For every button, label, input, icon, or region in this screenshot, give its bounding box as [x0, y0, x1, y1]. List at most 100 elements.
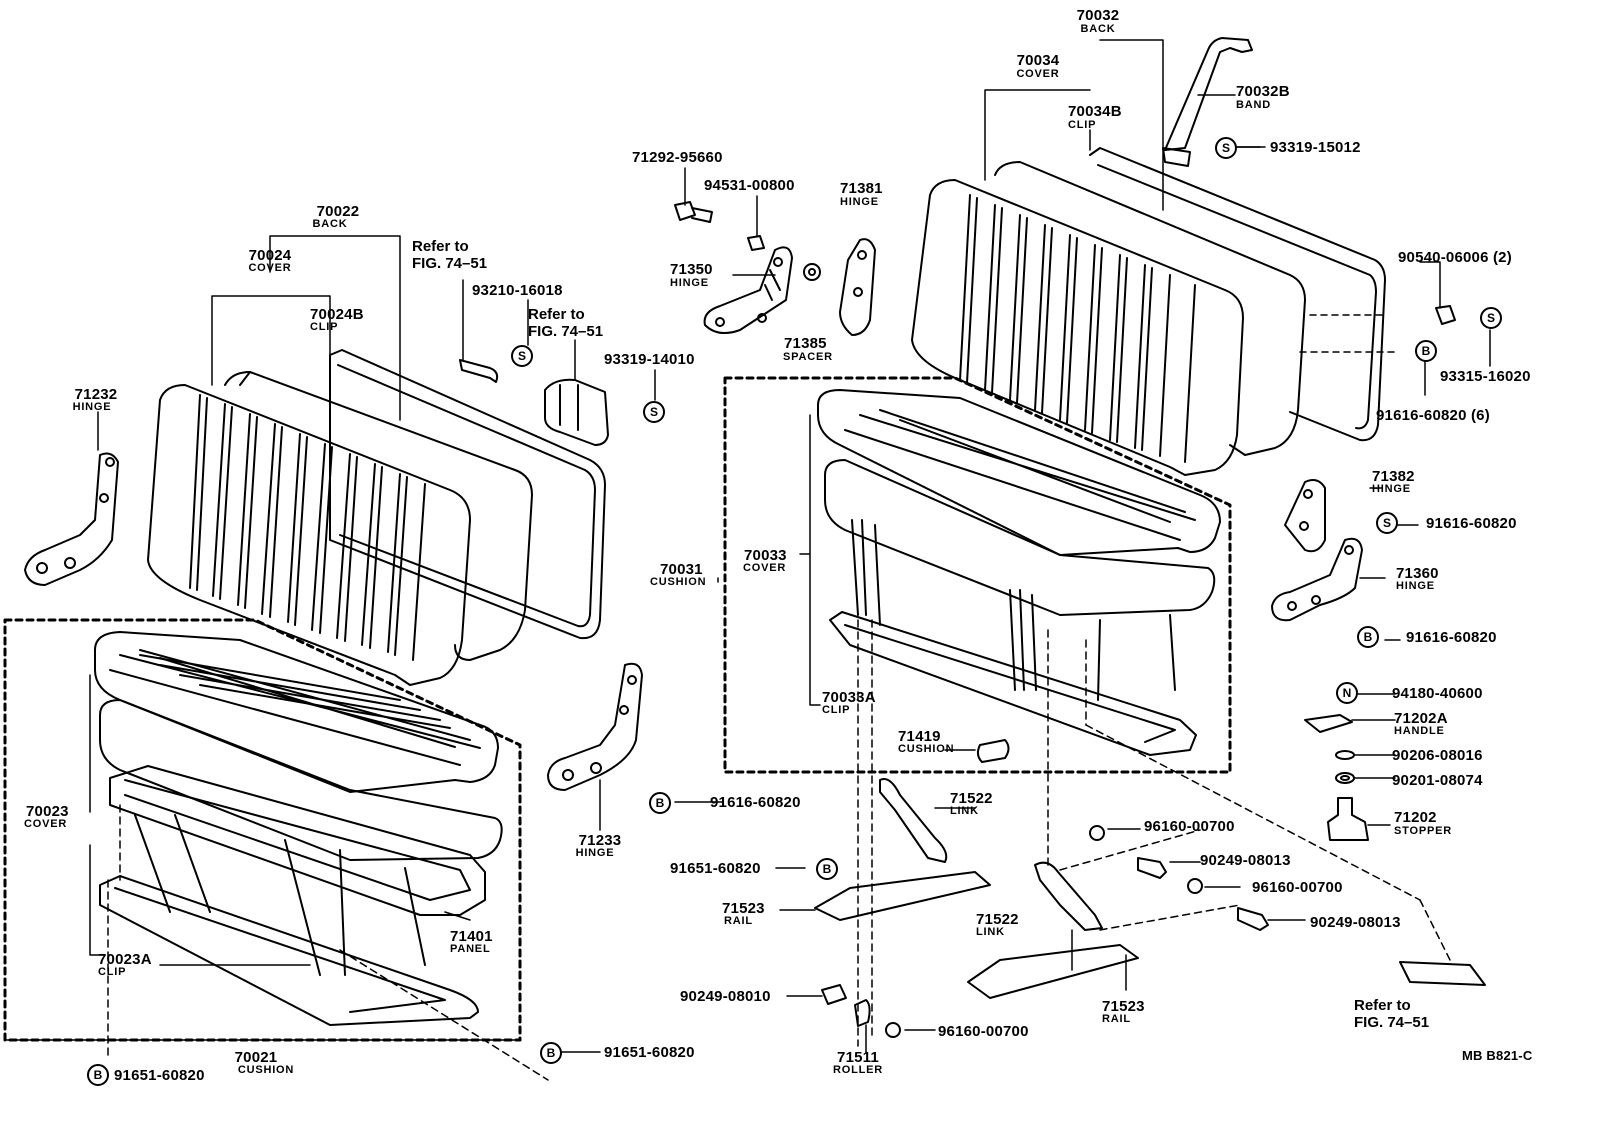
assembly-dashed-lines — [107, 619, 1451, 1081]
refer-to-fig-a: Refer to FIG. 74–51 — [412, 238, 487, 273]
caption-back-70022: BACK — [312, 218, 348, 230]
label-96160-00700-b: 96160-00700 — [1252, 879, 1343, 896]
caption-hinge-71382: HINGE — [1372, 483, 1411, 495]
caption-cover-70034: COVER — [1016, 68, 1060, 80]
label-94531-00800: 94531-00800 — [704, 177, 795, 194]
label-70023A: 70023A — [98, 951, 152, 968]
label-93315-16020: 93315-16020 — [1440, 368, 1531, 385]
right-cushion-cover — [817, 389, 1221, 556]
figure-code: MB B821-C — [1462, 1048, 1533, 1063]
label-90249-08013-b: 90249-08013 — [1310, 914, 1401, 931]
caption-panel-71401: PANEL — [450, 943, 491, 955]
label-71522-a: 71522 — [950, 790, 993, 807]
caption-hinge-71350: HINGE — [670, 277, 709, 289]
right-back-cover — [911, 179, 1244, 476]
leader-lines — [4, 39, 1491, 1053]
hinge-71350 — [703, 246, 793, 335]
hinge-71233 — [547, 662, 643, 831]
links-and-rails — [814, 778, 1486, 1038]
label-96160-00700-a: 96160-00700 — [1144, 818, 1235, 835]
label-91616-60820-c: 91616-60820 — [710, 794, 801, 811]
symbol-b: B — [649, 792, 671, 814]
caption-hinge-71381: HINGE — [840, 196, 879, 208]
caption-clip-70034B: CLIP — [1068, 119, 1097, 131]
label-71202A: 71202A — [1394, 710, 1448, 727]
label-70032B: 70032B — [1236, 83, 1290, 100]
refer-to-fig-c: Refer to FIG. 74–51 — [1354, 997, 1429, 1032]
left-cushion-pad — [99, 699, 503, 861]
label-93319-14010: 93319-14010 — [604, 351, 695, 368]
label-93319-15012: 93319-15012 — [1270, 139, 1361, 156]
caption-handle-71202A: HANDLE — [1394, 725, 1445, 737]
label-70024: 70024 — [248, 247, 292, 264]
label-70023: 70023 — [26, 803, 69, 820]
label-71385: 71385 — [784, 335, 827, 352]
symbol-s: S — [511, 345, 533, 367]
caption-cover-70023: COVER — [24, 818, 68, 830]
label-90249-08010: 90249-08010 — [680, 988, 771, 1005]
label-91651-60820-c: 91651-60820 — [114, 1067, 205, 1084]
caption-rail-71523-a: RAIL — [724, 915, 753, 927]
caption-cushion-71419: CUSHION — [898, 743, 955, 755]
left-back-pad — [224, 371, 533, 661]
caption-stopper-71202: STOPPER — [1394, 825, 1452, 837]
nut-90540 — [1435, 305, 1456, 325]
label-91616-60820-b: 91616-60820 — [1406, 629, 1497, 646]
label-90201-08074: 90201-08074 — [1392, 772, 1483, 789]
label-70024B: 70024B — [310, 306, 364, 323]
label-71292-95660: 71292-95660 — [632, 149, 723, 166]
nut-94531 — [747, 235, 765, 251]
left-back-frame — [329, 349, 606, 640]
right-cushion-dashed-box — [723, 376, 1232, 774]
label-94180-40600: 94180-40600 — [1392, 685, 1483, 702]
stopper-71202 — [1327, 797, 1369, 841]
caption-clip-70023A: CLIP — [98, 966, 127, 978]
label-71522-b: 71522 — [976, 911, 1019, 928]
caption-link-71522-a: LINK — [950, 805, 979, 817]
label-90249-08013-a: 90249-08013 — [1200, 852, 1291, 869]
symbol-n: N — [1336, 682, 1358, 704]
label-70032: 70032 — [1076, 7, 1120, 24]
label-70022: 70022 — [316, 203, 360, 220]
bolt-71292 — [674, 201, 713, 223]
label-93210-16018: 93210-16018 — [472, 282, 563, 299]
caption-cushion-70021: CUSHION — [237, 1064, 295, 1076]
refer-to-fig-c-line1: Refer to — [1354, 997, 1411, 1014]
caption-cover-70024: COVER — [248, 262, 292, 274]
label-71523-a: 71523 — [722, 900, 765, 917]
cushion-71419 — [976, 739, 1010, 763]
label-71350: 71350 — [670, 261, 713, 278]
left-cushion-cover — [94, 631, 499, 793]
bracket-refer — [544, 378, 609, 446]
caption-hinge-71360: HINGE — [1396, 580, 1435, 592]
label-71232: 71232 — [74, 386, 118, 403]
label-91651-60820-b: 91651-60820 — [604, 1044, 695, 1061]
caption-band-70032B: BAND — [1236, 99, 1271, 111]
band-70032B — [1162, 37, 1253, 167]
label-71202: 71202 — [1394, 809, 1437, 826]
hinge-71232 — [24, 411, 119, 586]
caption-hinge-71233: HINGE — [575, 847, 615, 859]
label-70034: 70034 — [1016, 52, 1060, 69]
left-cushion-frame — [109, 765, 486, 976]
label-90540-06006: 90540-06006 (2) — [1398, 249, 1512, 266]
label-71233: 71233 — [578, 832, 622, 849]
washer-90206 — [1335, 750, 1355, 760]
caption-spacer-71385: SPACER — [783, 351, 833, 363]
right-back-pad — [994, 161, 1306, 456]
symbol-s: S — [1480, 307, 1502, 329]
label-91616-60820-a: 91616-60820 — [1426, 515, 1517, 532]
refer-to-fig-c-line2: FIG. 74–51 — [1354, 1014, 1430, 1032]
label-71401: 71401 — [450, 928, 493, 945]
symbol-s: S — [643, 401, 665, 423]
hinge-71382 — [1284, 479, 1326, 553]
handle-71202A — [1304, 714, 1353, 733]
symbol-b: B — [540, 1042, 562, 1064]
caption-rail-71523-b: RAIL — [1102, 1013, 1131, 1025]
washer-90201 — [1335, 772, 1355, 784]
symbol-b: B — [1415, 340, 1437, 362]
right-cushion-frame — [829, 519, 1197, 756]
caption-cushion-70031: CUSHION — [650, 576, 707, 588]
hinge-71360 — [1271, 537, 1363, 622]
